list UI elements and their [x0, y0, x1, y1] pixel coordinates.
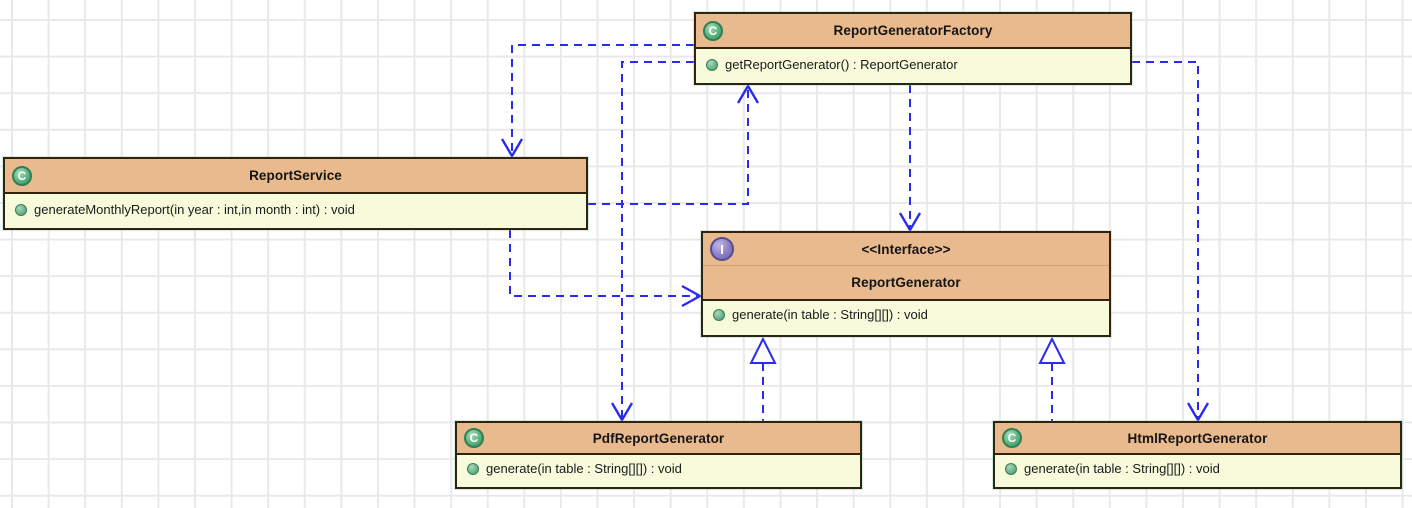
method-row[interactable]: generate(in table : String[][]) : void — [709, 301, 1103, 328]
interface-stereotype-row: I <<Interface>> — [703, 233, 1109, 266]
class-body: generateMonthlyReport(in year : int,in m… — [5, 194, 586, 225]
class-icon: C — [703, 20, 723, 41]
dependency-factory-to-html[interactable] — [1132, 61, 1199, 418]
class-name: HtmlReportGenerator — [1127, 430, 1268, 446]
dependency-factory-to-service[interactable] — [511, 44, 694, 154]
public-visibility-icon — [706, 58, 718, 71]
public-visibility-icon — [1005, 462, 1017, 475]
class-box-report-generator-factory[interactable]: C ReportGeneratorFactory getReportGenera… — [694, 12, 1132, 85]
dependency-service-to-factory[interactable] — [588, 88, 749, 205]
public-visibility-icon — [713, 308, 725, 321]
class-header: C ReportGeneratorFactory — [696, 14, 1130, 49]
method-row[interactable]: getReportGenerator() : ReportGenerator — [702, 49, 1124, 80]
class-box-pdf-report-generator[interactable]: C PdfReportGenerator generate(in table :… — [455, 421, 862, 489]
class-name: ReportGeneratorFactory — [833, 23, 993, 38]
arrowhead-right-generator — [681, 284, 703, 308]
interface-box-report-generator[interactable]: I <<Interface>> ReportGenerator generate… — [701, 231, 1111, 337]
arrowhead-up-factory — [736, 83, 760, 104]
class-header: C ReportService — [5, 159, 586, 194]
method-signature: generate(in table : String[][]) : void — [732, 307, 928, 322]
method-signature: generateMonthlyReport(in year : int,in m… — [34, 202, 355, 217]
class-body: generate(in table : String[][]) : void — [995, 455, 1400, 482]
method-row[interactable]: generateMonthlyReport(in year : int,in m… — [11, 194, 580, 225]
method-signature: generate(in table : String[][]) : void — [1024, 461, 1220, 476]
arrowhead-down-service — [500, 138, 524, 159]
interface-body: generate(in table : String[][]) : void — [703, 301, 1109, 328]
dependency-service-to-generator[interactable] — [509, 230, 697, 297]
interface-name-row: ReportGenerator — [703, 266, 1109, 301]
method-row[interactable]: generate(in table : String[][]) : void — [463, 455, 854, 482]
method-row[interactable]: generate(in table : String[][]) : void — [1001, 455, 1394, 482]
class-icon: C — [12, 165, 32, 186]
dependency-factory-to-pdf[interactable] — [621, 61, 694, 418]
class-body: getReportGenerator() : ReportGenerator — [696, 49, 1130, 80]
arrowhead-down-generator — [898, 212, 922, 233]
class-body: generate(in table : String[][]) : void — [457, 455, 860, 482]
arrowhead-down-pdf — [610, 402, 634, 423]
class-name: ReportService — [249, 168, 342, 183]
class-icon: C — [1002, 428, 1022, 448]
interface-icon: I — [710, 237, 734, 261]
interface-stereotype: <<Interface>> — [861, 241, 951, 257]
class-box-report-service[interactable]: C ReportService generateMonthlyReport(in… — [3, 157, 588, 230]
class-box-html-report-generator[interactable]: C HtmlReportGenerator generate(in table … — [993, 421, 1402, 489]
class-icon: C — [464, 428, 484, 448]
public-visibility-icon — [467, 462, 479, 475]
triangle-arrowhead-pdf — [749, 336, 777, 364]
public-visibility-icon — [15, 203, 27, 216]
method-signature: generate(in table : String[][]) : void — [486, 461, 682, 476]
triangle-arrowhead-html — [1038, 336, 1066, 364]
class-name: PdfReportGenerator — [592, 430, 725, 446]
class-header: C HtmlReportGenerator — [995, 423, 1400, 455]
interface-name: ReportGenerator — [851, 275, 961, 290]
class-header: C PdfReportGenerator — [457, 423, 860, 455]
method-signature: getReportGenerator() : ReportGenerator — [725, 57, 958, 72]
arrowhead-down-html — [1186, 402, 1210, 423]
